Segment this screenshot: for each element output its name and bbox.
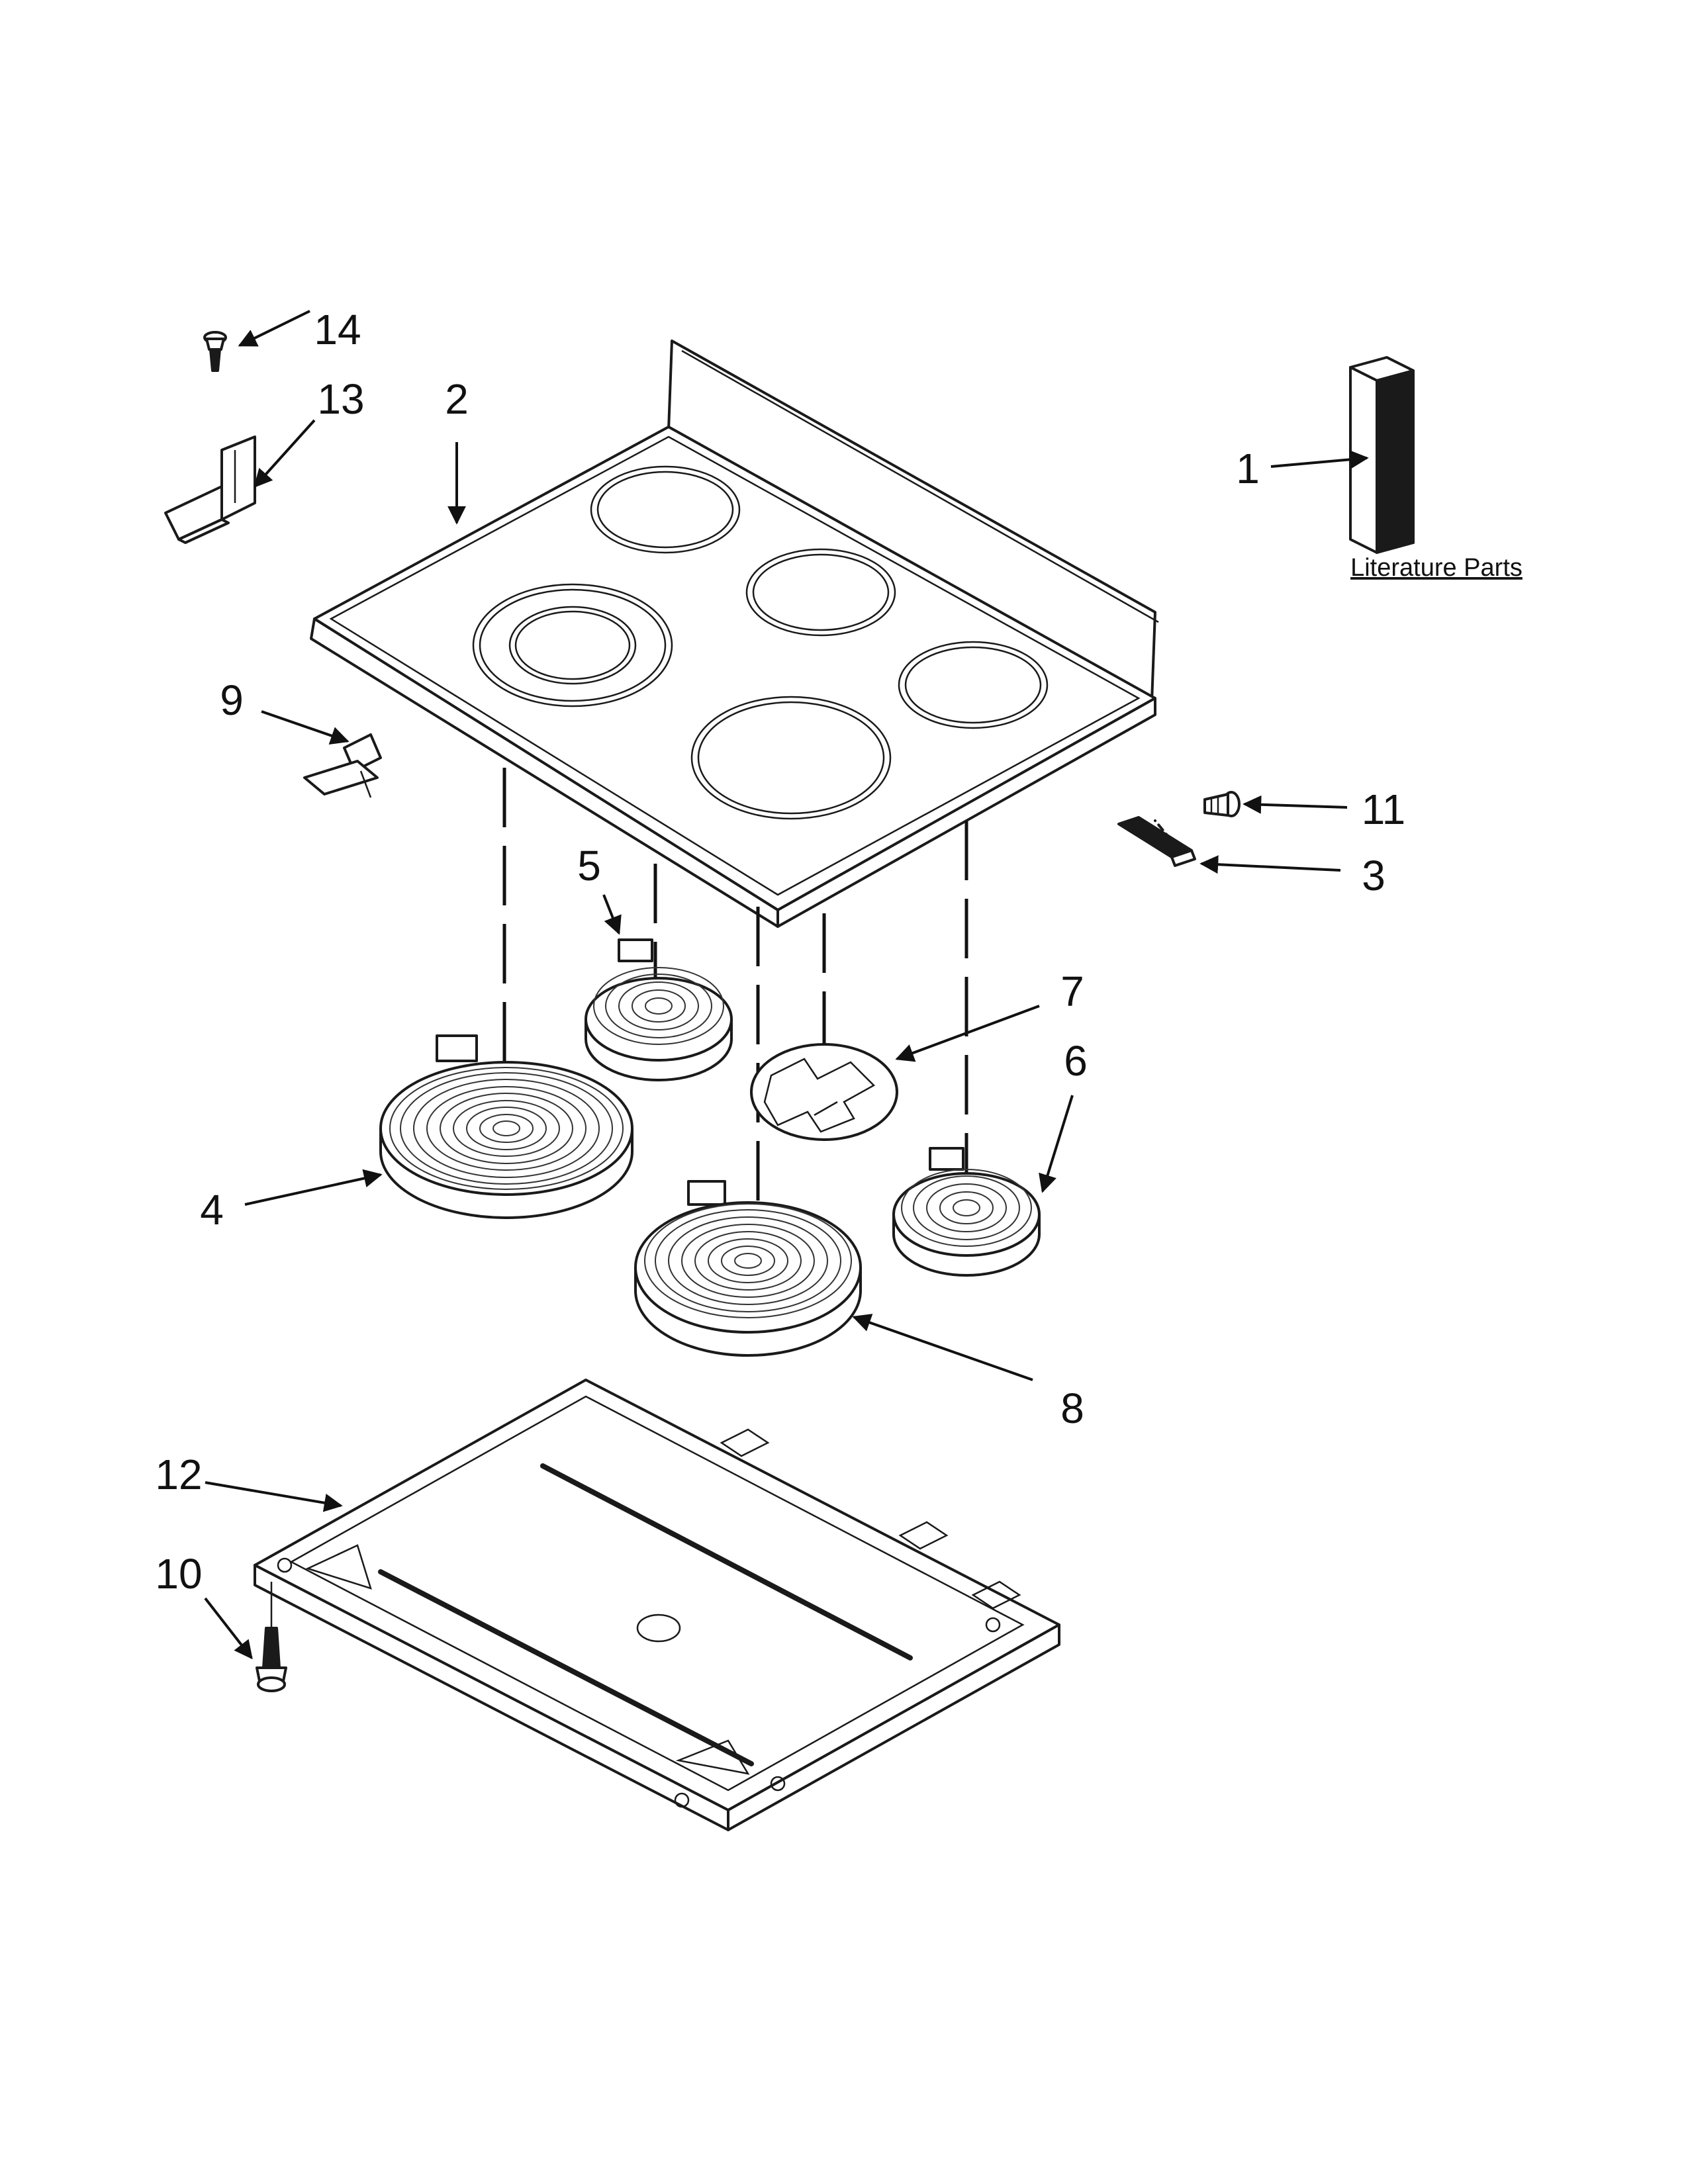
leader-4 xyxy=(244,1169,383,1206)
leader-6 xyxy=(1039,1095,1074,1193)
leader-9 xyxy=(261,710,350,745)
leader-5 xyxy=(602,894,622,935)
surface-element-part-4 xyxy=(379,1034,633,1219)
clip-part-9 xyxy=(303,733,382,798)
leader-7 xyxy=(895,1005,1040,1062)
bracket-part-13 xyxy=(164,435,256,544)
screw-part-14 xyxy=(203,331,227,372)
callout-11: 11 xyxy=(1362,786,1405,833)
callout-5: 5 xyxy=(577,842,601,889)
leader-3 xyxy=(1199,855,1341,874)
surface-element-part-8 xyxy=(634,1180,862,1357)
screw-part-10 xyxy=(256,1582,287,1692)
callout-2: 2 xyxy=(445,375,469,423)
leader-13 xyxy=(254,419,316,488)
surface-element-part-5 xyxy=(585,938,733,1081)
burner-box-part-12 xyxy=(254,1379,1060,1831)
literature-booklet xyxy=(1349,356,1415,554)
cooktop-main-top xyxy=(310,340,1159,928)
surface-element-part-6 xyxy=(892,1147,1041,1277)
callout-1: 1 xyxy=(1236,445,1260,492)
callout-8: 8 xyxy=(1060,1385,1084,1432)
literature-parts-label: Literature Parts xyxy=(1350,554,1523,582)
callout-12: 12 xyxy=(155,1451,202,1498)
callout-6: 6 xyxy=(1064,1037,1088,1085)
leader-10 xyxy=(204,1597,253,1660)
callout-7: 7 xyxy=(1060,968,1084,1015)
callout-13: 13 xyxy=(317,375,364,423)
callout-10: 10 xyxy=(155,1550,202,1598)
leader-1 xyxy=(1270,450,1369,469)
leader-11 xyxy=(1243,795,1348,814)
callout-4: 4 xyxy=(200,1186,224,1234)
leader-14 xyxy=(238,310,310,347)
screw-part-11 xyxy=(1203,791,1241,817)
leader-12 xyxy=(205,1481,343,1512)
callout-9: 9 xyxy=(220,676,244,724)
bracket-part-3 xyxy=(1117,816,1196,867)
callout-3: 3 xyxy=(1362,852,1385,899)
leader-8 xyxy=(852,1314,1033,1381)
callout-14: 14 xyxy=(314,306,361,353)
reflector-plate-part-7 xyxy=(750,1043,898,1141)
